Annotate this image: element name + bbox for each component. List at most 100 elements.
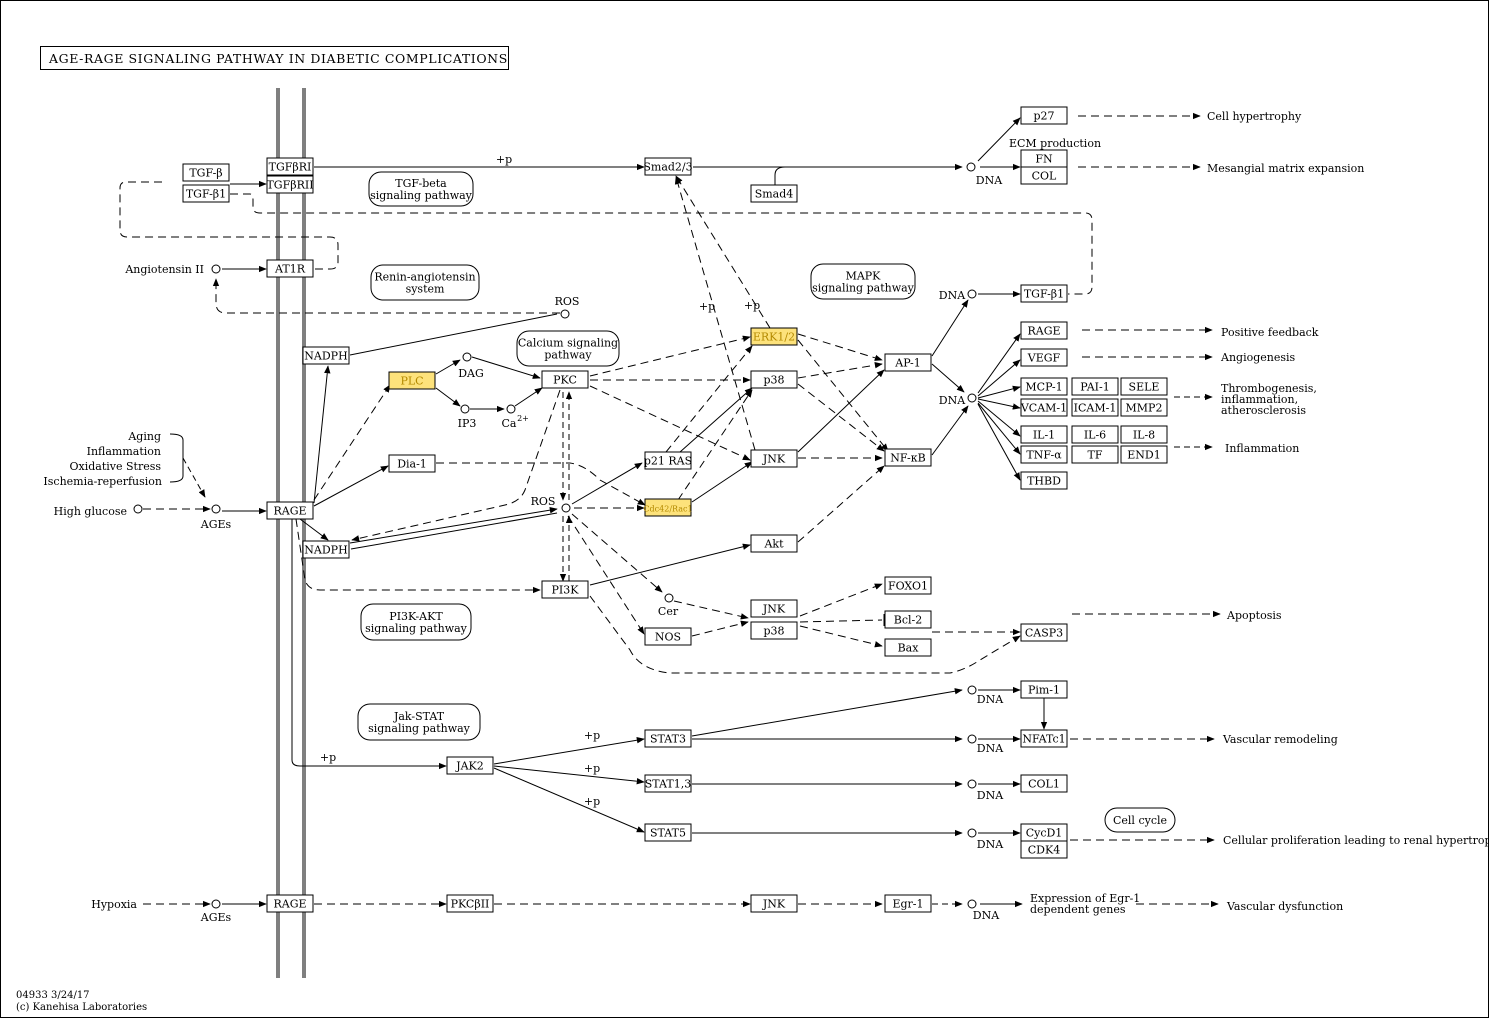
gene-node-pi3k[interactable]: PI3K (541, 580, 589, 599)
dna-circle-1[interactable] (966, 162, 976, 172)
gene-node-casp3[interactable]: CASP3 (1020, 623, 1068, 642)
gene-node-tgfb[interactable]: TGF-β (182, 163, 230, 182)
gene-node-jak2[interactable]: JAK2 (446, 756, 494, 775)
ros-mid-circle[interactable] (561, 503, 571, 513)
gene-node-foxo1[interactable]: FOXO1 (884, 576, 932, 595)
gene-node-col[interactable]: COL (1020, 166, 1068, 185)
gene-node-nadph-top[interactable]: NADPH (302, 346, 350, 365)
ip3-circle[interactable] (460, 404, 470, 414)
gene-node-il8[interactable]: IL-8 (1120, 425, 1168, 444)
gene-node-col1[interactable]: COL1 (1020, 774, 1068, 793)
gene-node-tgfb1-a[interactable]: TGF-β1 (182, 184, 230, 203)
gene-label: COL (1032, 170, 1057, 183)
gene-node-pim1[interactable]: Pim-1 (1020, 680, 1068, 699)
gene-node-jnk-b[interactable]: JNK (750, 599, 798, 618)
gene-node-vcam1[interactable]: VCAM-1 (1020, 398, 1068, 417)
gene-node-fn[interactable]: FN (1020, 149, 1068, 168)
gene-node-sele[interactable]: SELE (1120, 377, 1168, 396)
dna-circle-8[interactable] (967, 899, 977, 909)
gene-node-smad4[interactable]: Smad4 (750, 184, 798, 203)
ros-top-circle[interactable] (560, 309, 570, 319)
dna-circle-4[interactable] (967, 685, 977, 695)
gene-node-bax[interactable]: Bax (884, 638, 932, 657)
gene-node-icam1[interactable]: ICAM-1 (1071, 398, 1119, 417)
gene-node-stat3[interactable]: STAT3 (644, 729, 692, 748)
gene-node-smad23[interactable]: Smad2/3 (643, 157, 693, 176)
gene-label: VEGF (1027, 352, 1061, 365)
gene-node-p38-b[interactable]: p38 (750, 621, 798, 640)
ages-b-circle[interactable] (211, 899, 221, 909)
gene-node-jnk-a[interactable]: JNK (750, 449, 798, 468)
dna-circle-7[interactable] (967, 828, 977, 838)
high-glucose-circle[interactable] (133, 504, 143, 514)
cer-circle[interactable] (664, 593, 674, 603)
gene-node-nfkb[interactable]: NF-κB (884, 448, 932, 467)
gene-label: VCAM-1 (1020, 402, 1067, 415)
gene-node-cycd1[interactable]: CycD1 (1020, 823, 1068, 842)
gene-node-cdk4[interactable]: CDK4 (1020, 840, 1068, 859)
gene-node-stat5[interactable]: STAT5 (644, 823, 692, 842)
gene-node-pkcbii[interactable]: PKCβII (446, 894, 494, 913)
gene-node-tgfbri[interactable]: TGFβRI (266, 157, 314, 176)
gene-node-nfatc1[interactable]: NFATc1 (1020, 729, 1068, 748)
gene-node-vegf[interactable]: VEGF (1020, 348, 1068, 367)
gene-node-il6[interactable]: IL-6 (1071, 425, 1119, 444)
gene-node-tf[interactable]: TF (1071, 445, 1119, 464)
dna-circle-3[interactable] (967, 393, 977, 403)
ages-label: AGEs (200, 518, 232, 531)
dag-circle[interactable] (462, 352, 472, 362)
gene-label: ICAM-1 (1074, 402, 1117, 415)
gene-node-stat13[interactable]: STAT1,3 (644, 774, 692, 793)
gene-node-rage-b[interactable]: RAGE (266, 894, 314, 913)
gene-node-nos[interactable]: NOS (644, 627, 692, 646)
gene-node-ap1[interactable]: AP-1 (884, 353, 932, 372)
gene-node-rage-t[interactable]: RAGE (1020, 321, 1068, 340)
gene-node-jnk-c[interactable]: JNK (750, 894, 798, 913)
gene-node-end1[interactable]: END1 (1120, 445, 1168, 464)
gene-node-tnfa[interactable]: TNF-α (1020, 445, 1068, 464)
dna-circle-5[interactable] (967, 734, 977, 744)
phospho-label: +p (584, 729, 600, 742)
gene-node-cdc42[interactable]: Cdc42/Rac1 (643, 498, 693, 517)
gene-node-at1r[interactable]: AT1R (266, 259, 314, 278)
gene-node-plc[interactable]: PLC (388, 371, 436, 390)
pathway-label: TGF-beta (395, 177, 447, 190)
gene-node-pkc[interactable]: PKC (541, 370, 589, 389)
gene-node-rage[interactable]: RAGE (266, 501, 314, 520)
gene-node-mmp2[interactable]: MMP2 (1120, 398, 1168, 417)
angiotensin-circle[interactable] (211, 264, 221, 274)
gene-label: p21 RAS (644, 455, 692, 468)
gene-node-bcl2[interactable]: Bcl-2 (884, 610, 932, 629)
gene-node-nadph-bot[interactable]: NADPH (302, 540, 350, 559)
gene-node-pai1[interactable]: PAI-1 (1071, 377, 1119, 396)
ca-circle[interactable] (506, 404, 516, 414)
dna-label: DNA (977, 838, 1004, 851)
gene-label: IL-1 (1033, 429, 1055, 442)
dna-circle-6[interactable] (967, 779, 977, 789)
gene-node-mcp1[interactable]: MCP-1 (1020, 377, 1068, 396)
gene-node-tgfb1-b[interactable]: TGF-β1 (1020, 284, 1068, 303)
gene-node-dia1[interactable]: Dia-1 (388, 454, 436, 473)
phospho-label: +p (744, 299, 760, 312)
gene-node-tgfbrii[interactable]: TGFβRII (266, 175, 314, 194)
gene-node-p21ras[interactable]: p21 RAS (644, 451, 692, 470)
gene-label: TF (1088, 449, 1103, 462)
dna-circle-2[interactable] (967, 289, 977, 299)
gene-node-erk[interactable]: ERK1/2 (750, 327, 798, 346)
gene-node-thbd[interactable]: THBD (1020, 471, 1068, 490)
pathway-label: system (406, 283, 445, 296)
gene-node-akt[interactable]: Akt (750, 534, 798, 553)
ages-circle[interactable] (211, 504, 221, 514)
gene-node-p38-a[interactable]: p38 (750, 370, 798, 389)
gene-node-il1[interactable]: IL-1 (1020, 425, 1068, 444)
gene-node-egr1[interactable]: Egr-1 (884, 894, 932, 913)
pathway-map-cellcycle[interactable]: Cell cycle (1104, 807, 1176, 833)
gene-node-p27[interactable]: p27 (1020, 106, 1068, 125)
gene-label: TGF-β (189, 167, 222, 180)
